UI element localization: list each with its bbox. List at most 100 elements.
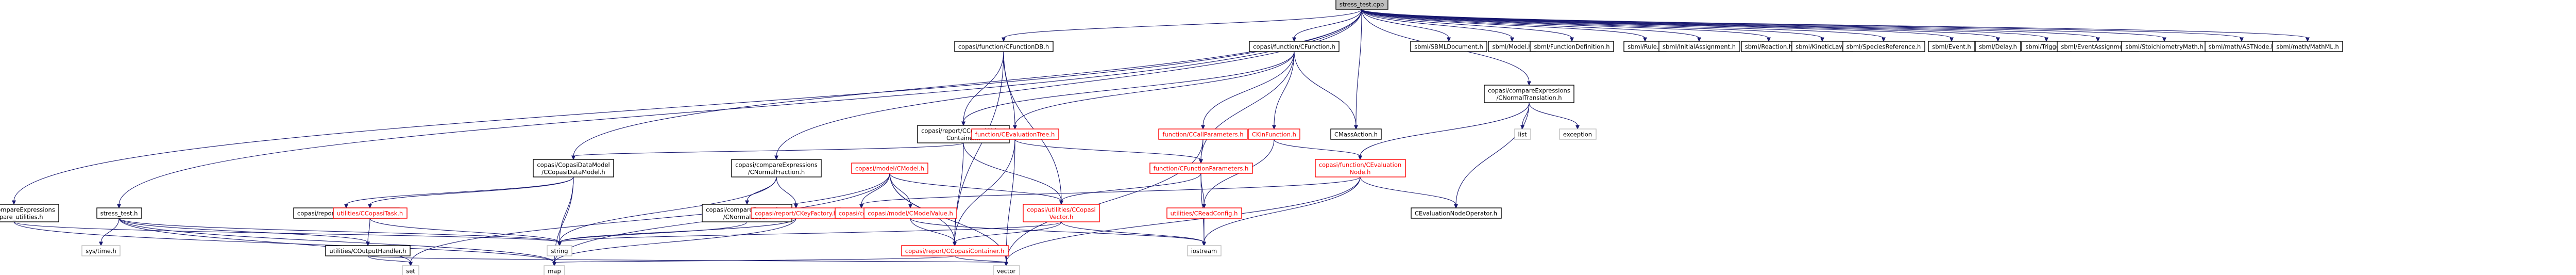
edge-arrowhead xyxy=(1447,37,1451,42)
edge-root-to-reaction xyxy=(1361,9,1771,42)
node-cfunction[interactable]: copasi/function/CFunction.h xyxy=(1249,41,1340,52)
node-cmassaction[interactable]: CMassAction.h xyxy=(1330,128,1382,140)
node-box xyxy=(2272,41,2343,52)
edge-ccopasivector-to-string xyxy=(557,221,1062,247)
node-label: CKinFunction.h xyxy=(1252,131,1296,138)
node-cevalnodeop[interactable]: CEvaluationNodeOperator.h xyxy=(1411,207,1502,219)
node-sbmldoc[interactable]: sbml/SBMLDocument.h xyxy=(1410,41,1487,52)
edge-root-to-stresstesth xyxy=(117,9,1362,209)
edge-line xyxy=(747,176,777,202)
node-sbmlmodel[interactable]: sbml/Model.h xyxy=(1488,41,1536,52)
edge-line xyxy=(1455,102,1530,205)
node-label: utilities/CReadConfig.h xyxy=(1171,210,1238,217)
edge-arrowhead xyxy=(366,241,370,247)
edge-arrowhead xyxy=(2306,37,2310,42)
node-iostream[interactable]: iostream xyxy=(1187,245,1222,256)
edge-line xyxy=(1361,9,1823,39)
edge-arrowhead xyxy=(1820,37,1824,42)
node-cnormalfraction[interactable]: copasi/compareExpressions/CNormalFractio… xyxy=(731,159,822,177)
node-ckeyfactory[interactable]: copasi/report/CKeyFactory.h xyxy=(751,207,841,219)
node-box xyxy=(1928,41,1975,52)
edge-line xyxy=(410,173,890,263)
node-cfuncparams[interactable]: function/CFunctionParameters.h xyxy=(1149,163,1253,174)
node-creadconfig[interactable]: utilities/CReadConfig.h xyxy=(1166,207,1242,219)
edge-arrowhead xyxy=(1199,159,1203,164)
edge-root-to-cmassaction xyxy=(1354,9,1362,130)
node-cnormaltrans[interactable]: copasi/compareExpressions/CNormalTransla… xyxy=(1484,85,1574,103)
edge-line xyxy=(1003,51,1062,202)
node-delay[interactable]: sbml/Delay.h xyxy=(1975,41,2021,52)
node-cmodel[interactable]: copasi/model/CModel.h xyxy=(851,163,928,174)
edge-arrowhead xyxy=(1202,241,1206,247)
node-label: stress_test.h xyxy=(100,210,138,217)
edge-line xyxy=(367,255,1007,263)
node-sysstime[interactable]: sys/time.h xyxy=(81,245,121,256)
edge-arrowhead xyxy=(344,204,348,209)
node-box xyxy=(954,41,1054,52)
edge-line xyxy=(1014,139,1201,160)
node-ccallparams[interactable]: function/CCallParameters.h xyxy=(1158,128,1248,140)
node-cfunctiondb[interactable]: copasi/function/CFunctionDB.h xyxy=(954,41,1054,52)
node-label: stress_test.cpp xyxy=(1340,1,1384,8)
edge-line xyxy=(1361,9,1884,39)
edge-cfunction-to-ccallparams xyxy=(1201,51,1295,130)
edge-copasiplot-to-ccopasidatamodel xyxy=(571,142,964,160)
node-event[interactable]: sbml/Event.h xyxy=(1928,41,1975,52)
edge-line xyxy=(1529,102,1578,126)
node-kineticlaw[interactable]: sbml/KineticLaw.h xyxy=(1791,41,1853,52)
edge-line xyxy=(369,218,560,243)
edge-cnormaltrans-to-cevalnode xyxy=(1358,102,1530,160)
edge-stresstesth-to-sysstime xyxy=(99,218,120,247)
node-vector[interactable]: vector xyxy=(993,265,1020,275)
node-box xyxy=(1248,128,1300,140)
node-ccopasicontainer[interactable]: copasi/report/CCopasiContainer.h xyxy=(901,245,1009,256)
edge-cmodel-to-cmodelvalue xyxy=(889,173,912,209)
node-funcdef[interactable]: sbml/FunctionDefinition.h xyxy=(1530,41,1614,52)
node-label: function/CCallParameters.h xyxy=(1162,131,1243,138)
node-box xyxy=(1166,207,1242,219)
node-root[interactable]: stress_test.cpp xyxy=(1335,0,1388,10)
edge-arrowhead xyxy=(1643,37,1647,42)
node-cevaltree[interactable]: function/CEvaluationTree.h xyxy=(971,128,1059,140)
edge-arrowhead xyxy=(1454,204,1458,209)
node-map[interactable]: map xyxy=(544,265,565,275)
node-label: vector xyxy=(997,268,1016,275)
node-string[interactable]: string xyxy=(547,245,572,256)
node-mathml[interactable]: sbml/math/MathML.h xyxy=(2272,41,2343,52)
edge-line xyxy=(559,218,796,243)
node-ckinfunction[interactable]: CKinFunction.h xyxy=(1248,128,1300,140)
edge-line xyxy=(954,255,1007,263)
edge-line xyxy=(1361,9,2165,39)
edge-ccopasidatamodel-to-string xyxy=(557,176,574,247)
node-ccopasitask[interactable]: utilities/CCopasiTask.h xyxy=(333,207,408,219)
node-stoichmath[interactable]: sbml/StoichiometryMath.h xyxy=(2121,41,2208,52)
node-stresstesth[interactable]: stress_test.h xyxy=(96,207,142,219)
node-compareutil[interactable]: copasi/compareExpressions/compare_utilit… xyxy=(0,204,59,222)
node-list[interactable]: list xyxy=(1514,128,1531,140)
edge-line xyxy=(963,51,1004,123)
node-ccopasidatamodel[interactable]: copasi/CopasiDataModel/CCopasiDataModel.… xyxy=(533,159,614,177)
node-initassign[interactable]: sbml/InitialAssignment.h xyxy=(1658,41,1740,52)
edge-root-to-mathml xyxy=(1361,9,2310,42)
edge-line xyxy=(861,173,890,205)
node-exception[interactable]: exception xyxy=(1559,128,1597,140)
edge-line xyxy=(369,176,574,205)
node-astnode[interactable]: sbml/math/ASTNode.h xyxy=(2205,41,2279,52)
edge-root-to-cfunctiondb xyxy=(1002,9,1362,42)
node-label: sbml/math/ASTNode.h xyxy=(2209,43,2275,51)
node-coutputhandler[interactable]: utilities/COutputHandler.h xyxy=(325,245,411,256)
node-speciesref[interactable]: sbml/SpeciesReference.h xyxy=(1842,41,1925,52)
edge-root-to-sbmlmodel xyxy=(1361,9,1514,42)
node-reaction[interactable]: sbml/Reaction.h xyxy=(1741,41,1797,52)
edge-line xyxy=(1200,51,1295,160)
node-box xyxy=(0,204,59,222)
nodes-layer: stress_test.cpp copasi/function/CFunction… xyxy=(0,0,2343,275)
edge-root-to-speciesref xyxy=(1361,9,1886,42)
node-cevalnode[interactable]: copasi/function/CEvaluationNode.h xyxy=(1315,159,1406,177)
node-set[interactable]: set xyxy=(402,265,419,275)
edge-arrowhead xyxy=(2240,37,2244,42)
node-label: sys/time.h xyxy=(86,248,116,255)
edge-cnormaltrans-to-exception xyxy=(1529,102,1580,130)
node-cmodelvalue[interactable]: copasi/model/CModelValue.h xyxy=(863,207,957,219)
